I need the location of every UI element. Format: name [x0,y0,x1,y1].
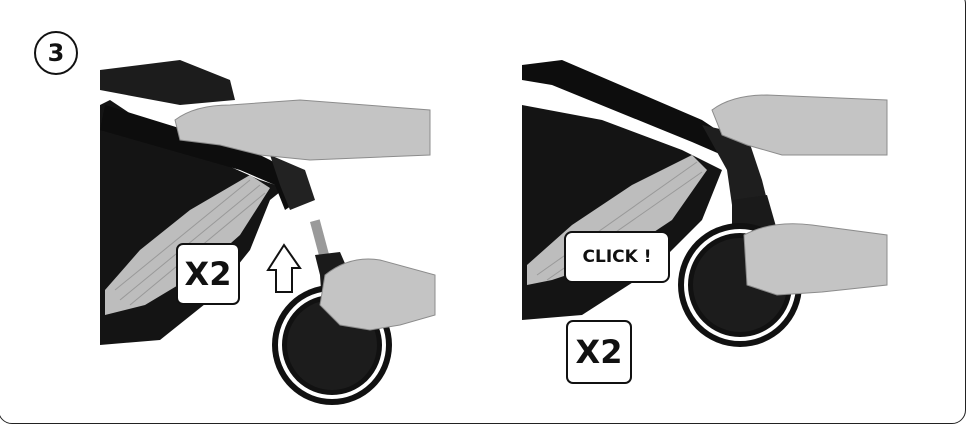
right-quantity-badge: X2 [566,320,632,384]
up-arrow [268,245,300,292]
step-number: 3 [34,31,78,75]
canopy [100,60,235,105]
lower-hand [744,224,887,295]
right-assembly-illustration [522,60,892,360]
click-callout: CLICK ! [564,231,670,283]
lower-hand [320,259,435,330]
left-quantity-badge: X2 [176,243,240,305]
left-assembly-illustration [100,60,440,410]
